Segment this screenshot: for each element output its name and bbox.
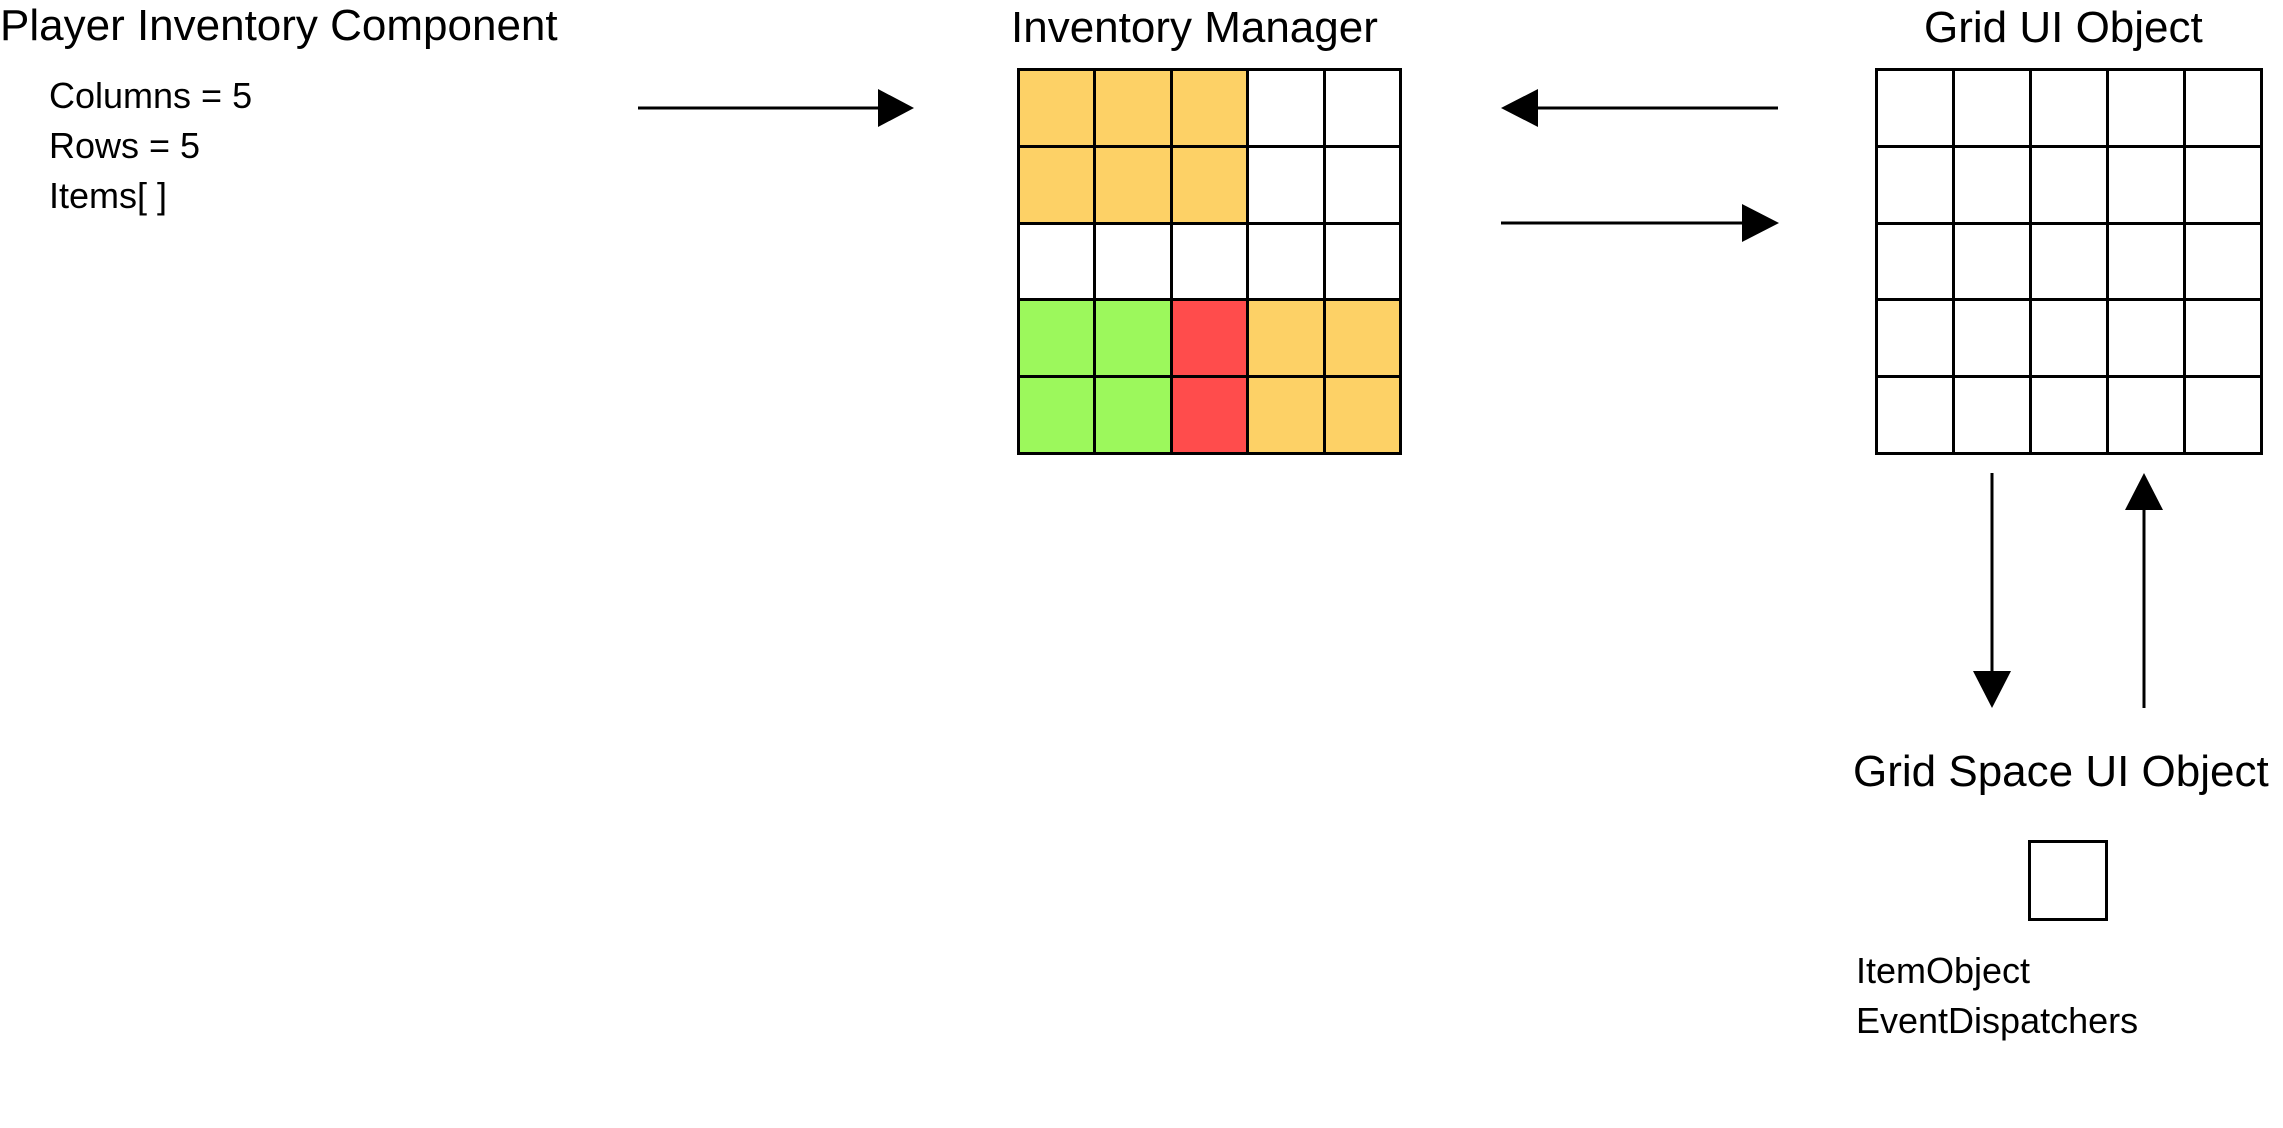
inventory-grid-cell (1249, 147, 1326, 225)
grid-ui-cell (1878, 147, 1955, 225)
inventory-grid-cell (1172, 224, 1250, 302)
inventory-grid-cell (1172, 378, 1250, 455)
grid-ui-cell (2109, 71, 2186, 148)
inventory-grid-cell (1172, 147, 1250, 225)
arrow-gridui-to-gridspace (1973, 473, 2011, 708)
grid-ui-grid (1875, 68, 2263, 455)
inventory-grid-cell (1325, 378, 1402, 455)
player-inventory-field-columns: Columns = 5 (49, 75, 253, 116)
inventory-grid-cell (1249, 301, 1326, 379)
grid-ui-cell (2109, 224, 2186, 302)
inventory-grid-cell (1249, 71, 1326, 148)
inventory-grid-cell (1172, 301, 1250, 379)
grid-ui-cell (1955, 147, 2032, 225)
inventory-grid-cell (1096, 378, 1173, 455)
grid-ui-cell (1878, 301, 1955, 379)
grid-ui-cell (2186, 71, 2263, 148)
grid-ui-cell (1878, 71, 1955, 148)
grid-ui-cell (2032, 224, 2109, 302)
arrow-gridspace-to-gridui (2125, 473, 2163, 708)
arrow-gridui-to-manager (1501, 89, 1778, 127)
inventory-grid-cell (1325, 71, 1402, 148)
arrow-manager-to-gridui (1501, 204, 1779, 242)
arrow-player-to-manager (638, 89, 914, 127)
inventory-manager-grid (1017, 68, 1402, 455)
inventory-grid-cell (1096, 224, 1173, 302)
inventory-grid-cell (1325, 147, 1402, 225)
grid-space-cell (2028, 840, 2108, 921)
grid-ui-cell (1955, 301, 2032, 379)
grid-ui-cell (2186, 224, 2263, 302)
grid-ui-cell (1878, 378, 1955, 455)
inventory-grid-cell (1172, 71, 1250, 148)
grid-ui-cell (2109, 378, 2186, 455)
inventory-grid-cell (1020, 71, 1097, 148)
grid-ui-cell (1955, 71, 2032, 148)
inventory-grid-cell (1249, 224, 1326, 302)
grid-ui-cell (2109, 147, 2186, 225)
grid-ui-title: Grid UI Object (1924, 3, 2203, 52)
grid-ui-cell (2032, 301, 2109, 379)
grid-space-field-itemobject: ItemObject (1856, 950, 2031, 991)
grid-ui-cell (2186, 378, 2263, 455)
inventory-grid-cell (1249, 378, 1326, 455)
grid-space-field-eventdispatchers: EventDispatchers (1856, 1000, 2139, 1041)
inventory-grid-cell (1325, 301, 1402, 379)
inventory-grid-cell (1096, 71, 1173, 148)
player-inventory-field-rows: Rows = 5 (49, 125, 201, 166)
inventory-manager-title: Inventory Manager (1011, 3, 1378, 52)
grid-ui-cell (2032, 147, 2109, 225)
inventory-grid-cell (1096, 301, 1173, 379)
inventory-grid-cell (1096, 147, 1173, 225)
inventory-grid-cell (1020, 224, 1097, 302)
player-inventory-field-items: Items[ ] (49, 175, 168, 216)
grid-ui-cell (2186, 301, 2263, 379)
inventory-grid-cell (1325, 224, 1402, 302)
grid-ui-cell (2109, 301, 2186, 379)
inventory-grid-cell (1020, 378, 1097, 455)
player-inventory-title: Player Inventory Component (0, 1, 558, 50)
grid-ui-cell (2032, 71, 2109, 148)
inventory-grid-cell (1020, 147, 1097, 225)
grid-ui-cell (2032, 378, 2109, 455)
inventory-grid-cell (1020, 301, 1097, 379)
grid-ui-cell (1955, 378, 2032, 455)
grid-ui-cell (1955, 224, 2032, 302)
grid-ui-cell (2186, 147, 2263, 225)
grid-ui-cell (1878, 224, 1955, 302)
grid-space-ui-title: Grid Space UI Object (1853, 747, 2269, 796)
